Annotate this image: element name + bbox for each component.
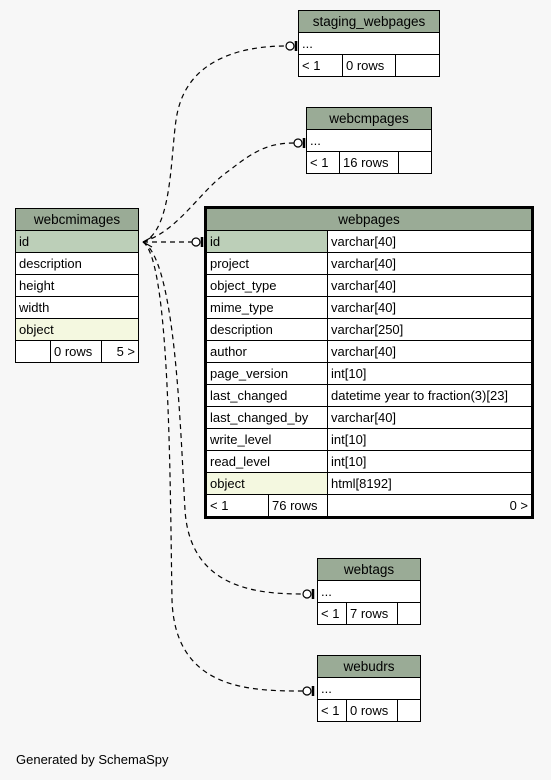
parents-count[interactable]: < 1	[317, 602, 347, 625]
column-name: project	[205, 252, 328, 275]
parents-count[interactable]: < 1	[317, 699, 347, 722]
table-webudrs[interactable]: webudrs ... < 1 0 rows	[317, 655, 421, 722]
column-name: last_changed_by	[205, 406, 328, 429]
column-type: varchar[40]	[327, 252, 533, 275]
column-row: width	[15, 296, 139, 319]
children-count	[395, 54, 440, 77]
column-type: varchar[40]	[327, 274, 533, 297]
row-count: 0 rows	[346, 699, 398, 722]
column-name: last_changed	[205, 384, 328, 407]
table-title[interactable]: webcmpages	[306, 107, 432, 130]
column-type: varchar[40]	[327, 296, 533, 319]
column-type: int[10]	[327, 450, 533, 473]
column-row: ...	[306, 129, 432, 152]
column-type: varchar[40]	[327, 340, 533, 363]
row-count: 76 rows	[268, 494, 328, 518]
column-type: html[8192]	[327, 472, 533, 495]
column-row-object: object	[15, 318, 139, 341]
column-type: int[10]	[327, 428, 533, 451]
column-name: mime_type	[205, 296, 328, 319]
children-count	[397, 699, 421, 722]
row-count: 7 rows	[346, 602, 398, 625]
generated-by-label: Generated by SchemaSpy	[16, 752, 169, 767]
column-type: datetime year to fraction(3)[23]	[327, 384, 533, 407]
column-name-object: object	[205, 472, 328, 495]
column-name: description	[205, 318, 328, 341]
row-count: 16 rows	[339, 151, 399, 174]
row-count: 0 rows	[50, 340, 102, 363]
table-staging-webpages[interactable]: staging_webpages ... < 1 0 rows	[298, 10, 440, 77]
table-title[interactable]: staging_webpages	[298, 10, 440, 33]
column-row: ...	[317, 580, 421, 603]
children-count[interactable]: 0 >	[327, 494, 533, 518]
column-name: author	[205, 340, 328, 363]
column-name: page_version	[205, 362, 328, 385]
table-title[interactable]: webcmimages	[15, 208, 139, 231]
parents-count[interactable]: < 1	[205, 494, 269, 518]
column-name: write_level	[205, 428, 328, 451]
parents-count	[15, 340, 51, 363]
column-name-id: id	[205, 230, 328, 253]
column-row: ...	[298, 32, 440, 55]
children-count[interactable]: 5 >	[101, 340, 139, 363]
children-count	[398, 151, 432, 174]
column-type: varchar[40]	[327, 406, 533, 429]
column-type: varchar[250]	[327, 318, 533, 341]
table-title[interactable]: webudrs	[317, 655, 421, 678]
table-title[interactable]: webtags	[317, 558, 421, 581]
column-name: object_type	[205, 274, 328, 297]
table-webtags[interactable]: webtags ... < 1 7 rows	[317, 558, 421, 625]
children-count	[397, 602, 421, 625]
column-row: ...	[317, 677, 421, 700]
column-row: height	[15, 274, 139, 297]
column-type: varchar[40]	[327, 230, 533, 253]
column-row: description	[15, 252, 139, 275]
table-webcmimages[interactable]: webcmimages id description height width …	[15, 208, 139, 363]
row-count: 0 rows	[342, 54, 396, 77]
table-webcmpages[interactable]: webcmpages ... < 1 16 rows	[306, 107, 432, 174]
table-title[interactable]: webpages	[205, 207, 533, 231]
column-type: int[10]	[327, 362, 533, 385]
column-name: read_level	[205, 450, 328, 473]
parents-count[interactable]: < 1	[298, 54, 343, 77]
column-row-id: id	[15, 230, 139, 253]
parents-count[interactable]: < 1	[306, 151, 340, 174]
